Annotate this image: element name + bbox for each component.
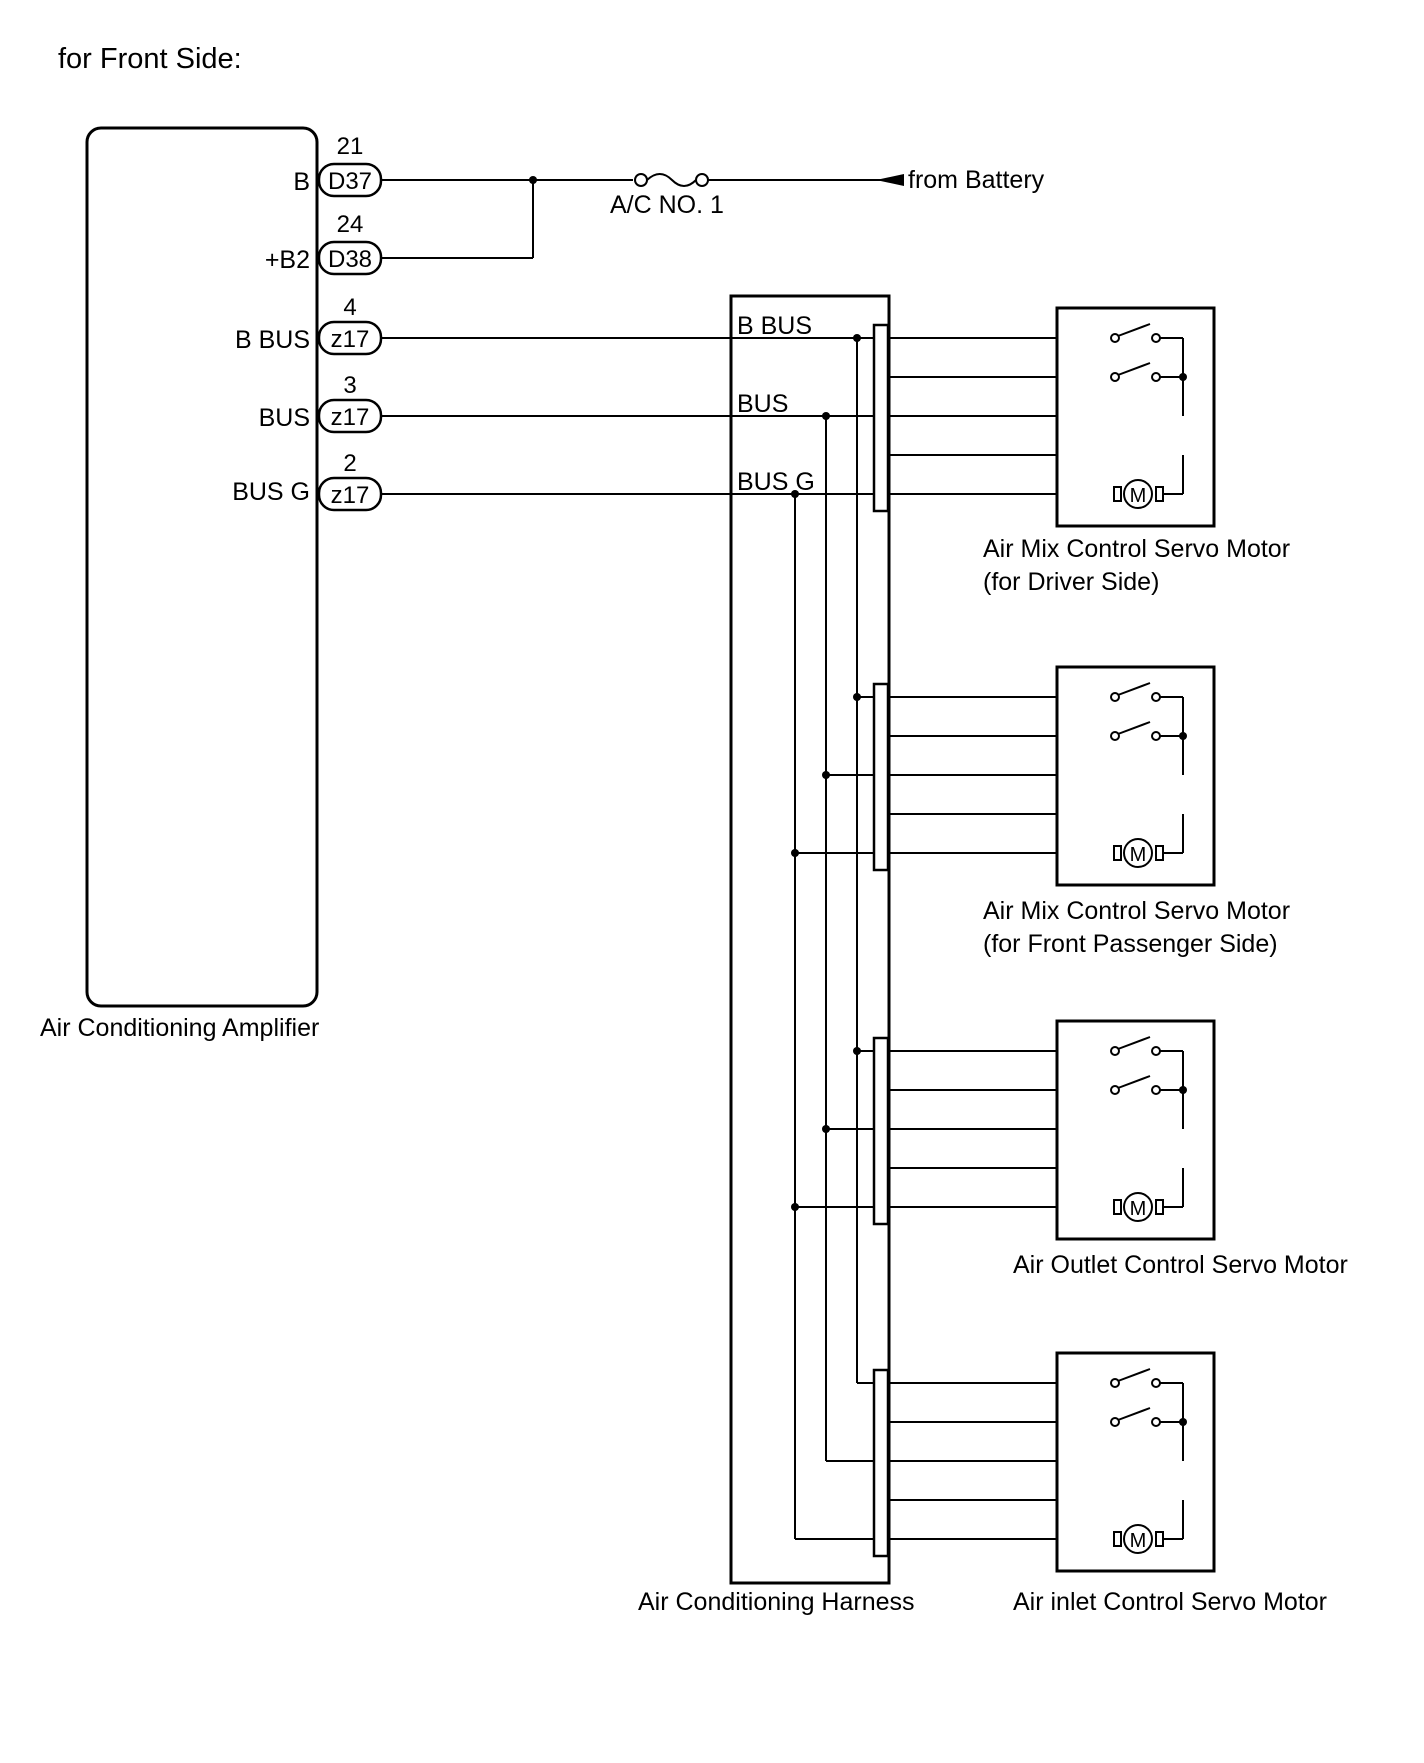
terminal-busg-pin: 2: [343, 450, 356, 477]
motor-3-icon: [1123, 1192, 1153, 1222]
motor-2-label-line2: (for Front Passenger Side): [983, 930, 1278, 958]
servo-motor-3: M: [1055, 1019, 1216, 1241]
connector-d38-label: D38: [328, 246, 372, 273]
svg-text:M: M: [1130, 1530, 1147, 1552]
harness-line-bbus: B BUS: [737, 312, 812, 340]
junction-b: [529, 176, 537, 184]
fuse-terminal-right: [695, 173, 709, 187]
arrow-icon: [876, 174, 904, 186]
motor-4-label-line1: Air inlet Control Servo Motor: [1013, 1588, 1327, 1616]
connector-z17-busg-label: z17: [331, 482, 370, 509]
terminal-busg-name: BUS G: [232, 478, 310, 506]
harness-line-busg: BUS G: [737, 468, 815, 496]
page-title: for Front Side:: [58, 43, 242, 75]
servo-motor-2: M: [1055, 665, 1216, 887]
terminal-b2-pin: 24: [337, 211, 364, 238]
amplifier-label: Air Conditioning Amplifier: [40, 1014, 319, 1042]
terminal-b2-name: +B2: [265, 246, 310, 274]
motor-1-label-line1: Air Mix Control Servo Motor: [983, 535, 1290, 563]
battery-label: from Battery: [908, 166, 1045, 194]
connector-z17-bus-label: z17: [331, 404, 370, 431]
motor-2-label-line1: Air Mix Control Servo Motor: [983, 897, 1290, 925]
motor-2-icon: [1123, 838, 1153, 868]
servo-motor-1: M: [1055, 306, 1216, 528]
fuse-terminal-left: [634, 173, 648, 187]
terminal-bbus-pin: 4: [343, 294, 356, 321]
terminal-bbus-name: B BUS: [235, 326, 310, 354]
terminal-b-pin: 21: [337, 133, 364, 160]
connector-z17-bbus-label: z17: [331, 326, 370, 353]
motor-4-icon: [1123, 1524, 1153, 1554]
terminal-b-name: B: [293, 168, 310, 196]
connector-d37-label: D37: [328, 168, 372, 195]
harness-line-bus: BUS: [737, 390, 788, 418]
motor-3-label-line1: Air Outlet Control Servo Motor: [1013, 1251, 1348, 1279]
terminal-bus-pin: 3: [343, 372, 356, 399]
svg-text:M: M: [1130, 485, 1147, 507]
air-conditioning-amplifier-box: [85, 126, 319, 1008]
motor-1-label-line2: (for Driver Side): [983, 568, 1159, 596]
terminal-bus-name: BUS: [259, 404, 310, 432]
svg-text:M: M: [1130, 1198, 1147, 1220]
motor-1-icon: [1123, 479, 1153, 509]
svg-text:M: M: [1130, 844, 1147, 866]
air-conditioning-harness-box: [729, 294, 891, 1585]
fuse-icon: [646, 173, 697, 187]
fuse-label: A/C NO. 1: [610, 191, 724, 219]
harness-label: Air Conditioning Harness: [638, 1588, 915, 1616]
servo-motor-4: M: [1055, 1351, 1216, 1573]
